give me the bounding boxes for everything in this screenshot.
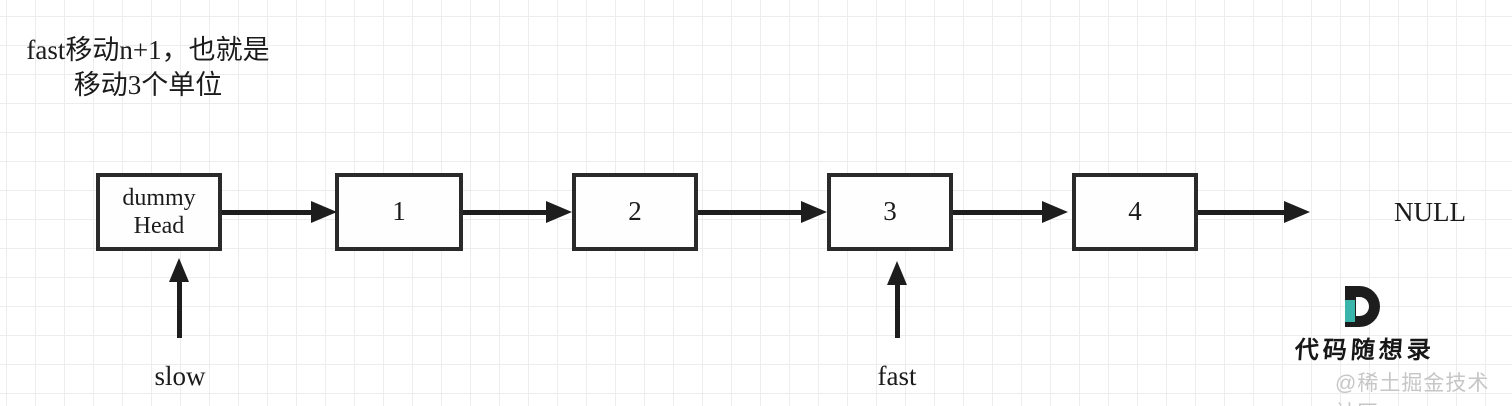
- watermark-community: @稀土掘金技术社区: [1335, 372, 1490, 406]
- arrow-up-icon: [887, 261, 907, 285]
- arrow-right-icon: [1284, 201, 1310, 223]
- arrow-dummy-to-1-shaft: [222, 210, 311, 215]
- node-dummy-head-line-2: Head: [133, 213, 185, 239]
- slow-pointer-shaft: [177, 280, 182, 338]
- slow-pointer-label: slow: [154, 361, 206, 391]
- arrow-2-to-3-shaft: [698, 210, 801, 215]
- arrow-right-icon: [311, 201, 337, 223]
- annotation-line-2: 移动3个单位: [73, 70, 223, 100]
- fast-pointer-shaft: [895, 283, 900, 338]
- node-4: 4: [1072, 173, 1198, 251]
- node-dummy-head: dummy Head: [96, 173, 222, 251]
- watermark-brand: 代码随想录: [1293, 338, 1436, 364]
- node-2: 2: [572, 173, 698, 251]
- arrow-right-icon: [801, 201, 827, 223]
- d-logo-teal-accent: [1345, 300, 1355, 322]
- annotation-line-1: fast移动n+1，也就是: [26, 35, 270, 65]
- d-logo-counter: [1356, 297, 1369, 316]
- arrow-1-to-2-shaft: [463, 210, 546, 215]
- arrow-4-to-null-shaft: [1198, 210, 1284, 215]
- node-2-label: 2: [628, 196, 642, 227]
- node-1: 1: [335, 173, 463, 251]
- node-3: 3: [827, 173, 953, 251]
- node-1-label: 1: [392, 196, 406, 227]
- node-dummy-head-line-1: dummy: [122, 185, 196, 211]
- arrow-3-to-4-shaft: [953, 210, 1042, 215]
- null-label: NULL: [1394, 197, 1466, 227]
- annotation-text: fast移动n+1，也就是 移动3个单位: [20, 33, 276, 103]
- arrow-right-icon: [546, 201, 572, 223]
- arrow-up-icon: [169, 258, 189, 282]
- node-3-label: 3: [883, 196, 897, 227]
- node-4-label: 4: [1128, 196, 1142, 227]
- fast-pointer-label: fast: [877, 361, 917, 391]
- arrow-right-icon: [1042, 201, 1068, 223]
- d-logo-icon: [1345, 286, 1383, 327]
